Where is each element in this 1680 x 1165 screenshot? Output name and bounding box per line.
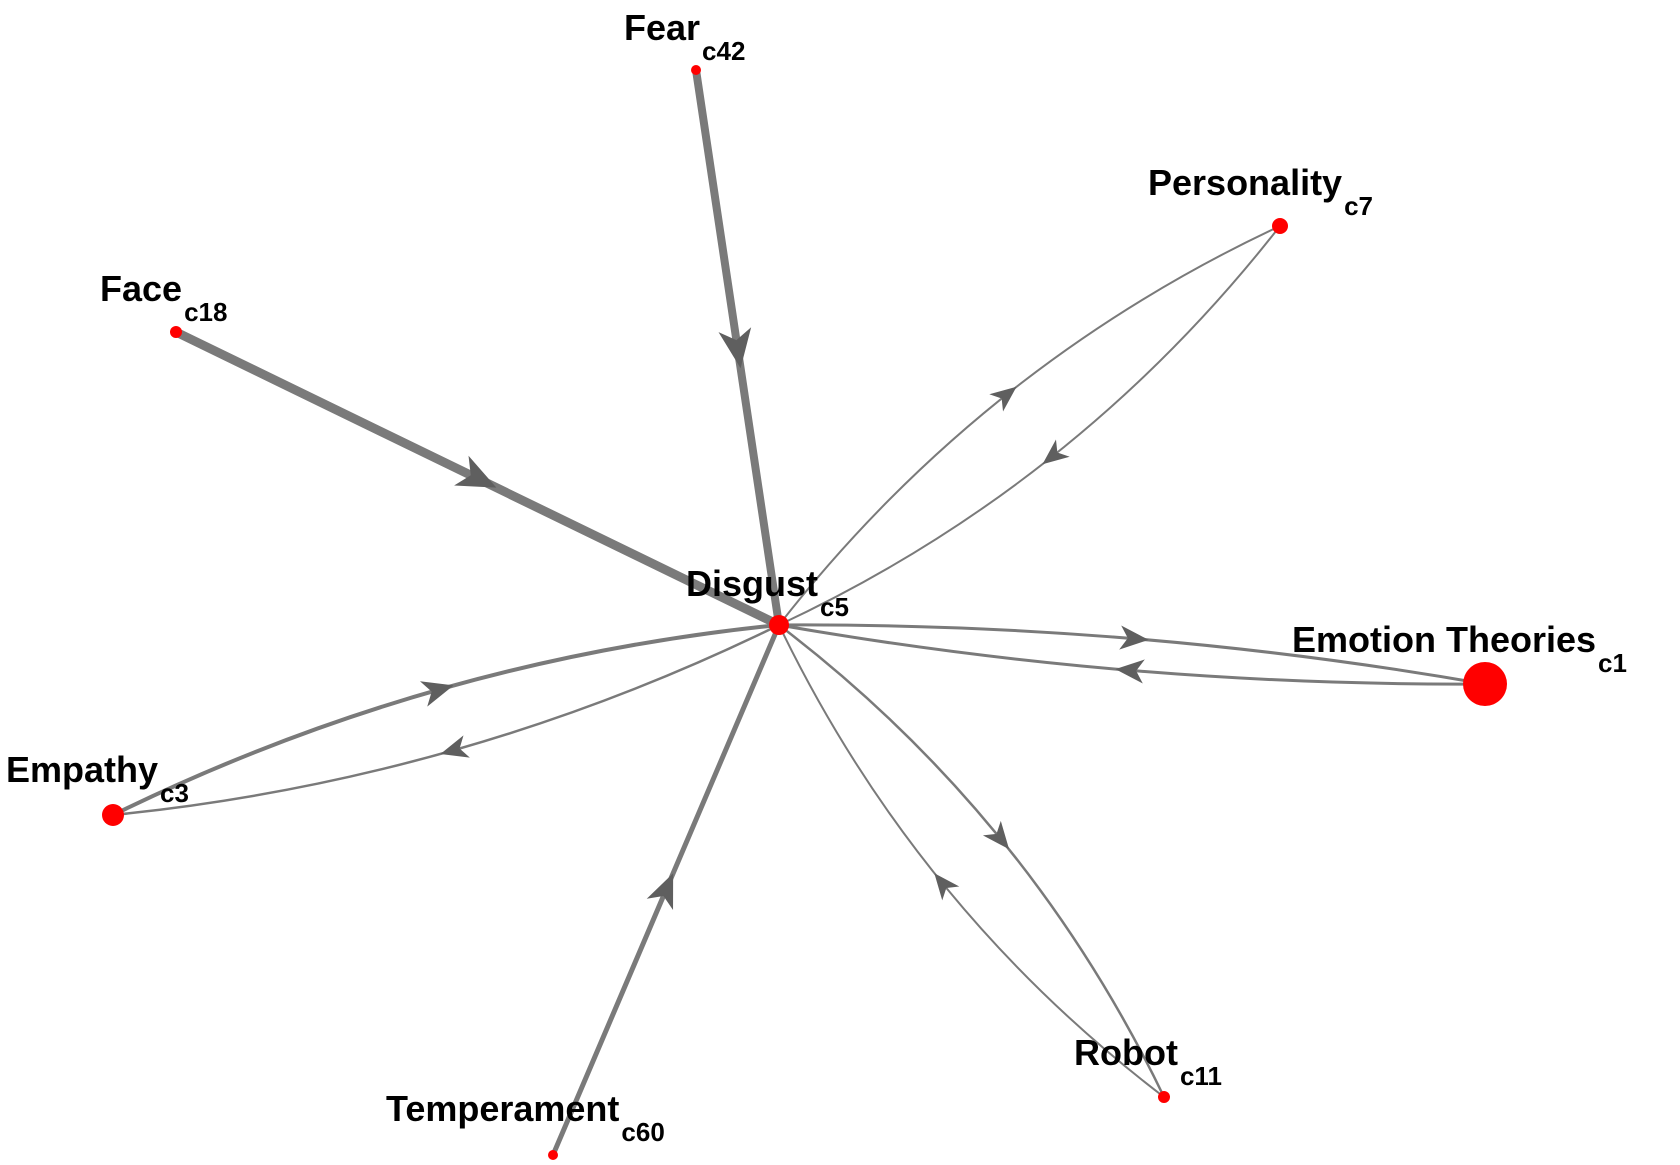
arrowhead-c7-to-c5: [1042, 439, 1070, 465]
arrowhead-c5-to-c3: [440, 735, 470, 758]
node-name: Fear: [624, 7, 700, 48]
node-c18: [170, 326, 182, 338]
node-name: Empathy: [6, 749, 158, 790]
node-c1: [1463, 662, 1507, 706]
node-name: Face: [100, 268, 182, 309]
node-code-subscript: c42: [702, 36, 745, 66]
arrowhead-c60-to-c5: [646, 873, 674, 910]
node-label-c18: Facec18: [100, 268, 227, 327]
node-code-subscript: c18: [184, 297, 227, 327]
node-code-subscript: c60: [621, 1117, 664, 1147]
node-c11: [1158, 1091, 1170, 1103]
edge-c3-to-c5: [111, 623, 781, 817]
nodes-layer: [102, 65, 1507, 1160]
node-label-c1: Emotion Theoriesc1: [1292, 619, 1627, 678]
node-label-c3: Empathyc3: [6, 749, 189, 808]
node-code-subscript: c7: [1344, 191, 1373, 221]
node-c3: [102, 804, 124, 826]
node-code-subscript: c1: [1598, 648, 1627, 678]
arrowhead-c1-to-c5: [1115, 659, 1145, 684]
node-name: Personality: [1148, 162, 1342, 203]
arrowhead-c18-to-c5: [454, 455, 497, 488]
node-c5: [769, 615, 789, 635]
node-label-c5: Disgustc5: [686, 563, 849, 622]
labels-layer: Disgustc5 Fearc42Personalityc7Facec18Emot…: [6, 7, 1627, 1147]
node-c60: [548, 1150, 558, 1160]
node-label-c60: Temperamentc60: [386, 1088, 665, 1147]
arrowhead-c42-to-c5: [718, 327, 752, 369]
arrowhead-c11-to-c5: [934, 873, 960, 901]
edges-layer: [111, 66, 1487, 1158]
edge-c5-to-c11: [777, 623, 1166, 1099]
node-label-c7: Personalityc7: [1148, 162, 1373, 221]
edge-c5-to-c3: [111, 623, 781, 817]
edge-c5-to-c7: [778, 225, 1281, 626]
node-name: Robot: [1074, 1032, 1178, 1073]
edge-c7-to-c5: [778, 225, 1281, 626]
node-c7: [1272, 218, 1288, 234]
arrowhead-c3-to-c5: [419, 681, 454, 707]
node-code-subscript: c11: [1180, 1061, 1222, 1091]
node-name: Disgust: [686, 563, 818, 604]
arrowhead-c5-to-c11: [982, 820, 1010, 850]
node-code-subscript: c3: [160, 778, 189, 808]
arrowhead-c5-to-c1: [1119, 625, 1149, 650]
edge-c11-to-c5: [778, 624, 1165, 1098]
node-name: Emotion Theories: [1292, 619, 1596, 660]
node-code-subscript: c5: [820, 592, 849, 622]
node-label-c11: Robotc11: [1074, 1032, 1222, 1091]
node-c42: [691, 65, 701, 75]
arrowhead-c5-to-c7: [989, 386, 1017, 412]
node-label-c42: Fearc42: [624, 7, 745, 66]
node-name: Temperament: [386, 1088, 619, 1129]
